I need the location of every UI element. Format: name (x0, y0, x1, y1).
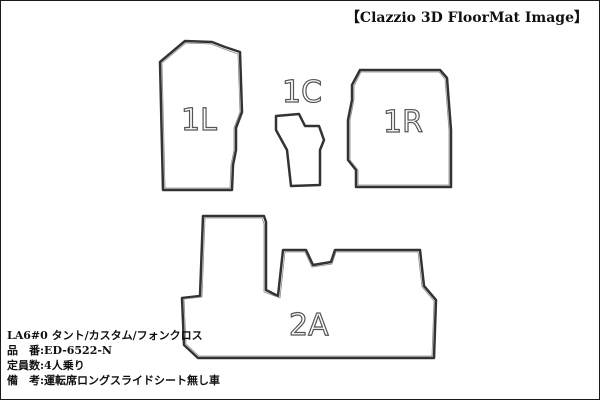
info-capacity: 定員数:4人乗り (7, 359, 85, 372)
mat-1R-inner-outline (349, 71, 450, 186)
info-product-number: 品 番:ED-6522-N (7, 344, 112, 357)
mat-1L-inner-outline (161, 42, 241, 189)
mat-1L-outline (158, 39, 244, 192)
mat-label-1C: 1C (282, 75, 322, 110)
mat-1C: 1C (274, 74, 326, 188)
mat-2A: 2A (180, 214, 438, 360)
info-model: LA6#0 タント/カスタム/フォンクロス (7, 329, 203, 342)
mat-1L: 1L (158, 39, 244, 192)
mat-2A-inner-outline (183, 217, 435, 357)
mat-1C-outline (274, 112, 326, 188)
page-title: 【Clazzio 3D FloorMat Image】 (345, 10, 588, 26)
mat-1R-outline (346, 68, 453, 189)
mat-1R: 1R (346, 68, 453, 189)
product-info: LA6#0 タント/カスタム/フォンクロス 品 番:ED-6522-N 定員数:… (7, 328, 220, 388)
mat-label-1R: 1R (383, 105, 423, 140)
mat-label-1L: 1L (181, 103, 217, 138)
mat-label-2A: 2A (289, 308, 329, 343)
info-remarks: 備 考:運転席ロングスライドシート無し車 (7, 374, 221, 387)
mat-2A-outline (180, 214, 438, 360)
